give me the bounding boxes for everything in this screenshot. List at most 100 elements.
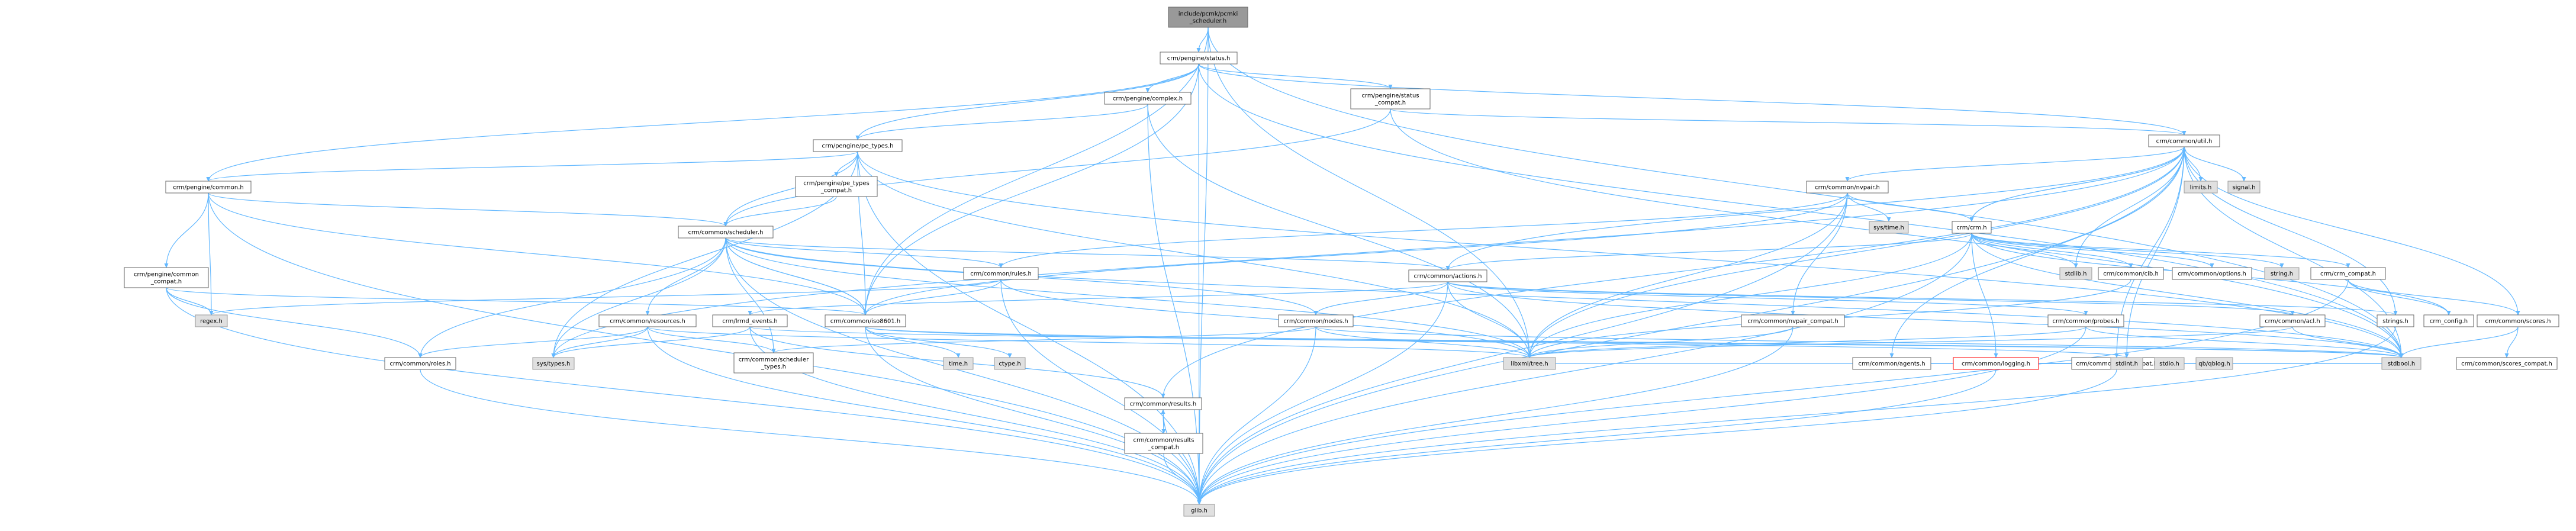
node-strings-h[interactable]: strings.h: [2377, 314, 2414, 327]
node-common-cib[interactable]: crm/common/cib.h: [2098, 267, 2164, 280]
node-common-actions[interactable]: crm/common/actions.h: [1408, 269, 1487, 282]
node-pengine-pe-types[interactable]: crm/pengine/pe_types.h: [813, 139, 903, 152]
node-label: regex.h: [200, 318, 223, 325]
edge-pengine_common_compat-to-common_iso8601: [166, 287, 868, 316]
node-box: [532, 357, 575, 370]
node-stdio: stdio.h: [2154, 357, 2185, 370]
edge-common_iso8601-to-glib: [865, 326, 1202, 505]
edge-common_actions-to-libxml: [1447, 281, 1532, 358]
node-pengine-common[interactable]: crm/pengine/common.h: [165, 181, 252, 194]
edge-pengine_status-to-pengine_common: [206, 63, 1199, 182]
edge-common_nvpair-to-common_rules: [999, 192, 1848, 268]
edge-common_util-to-signal: [2184, 146, 2246, 182]
node-common-rules[interactable]: crm/common/rules.h: [963, 267, 1039, 280]
node-box: [1953, 357, 2039, 370]
node-common-nodes[interactable]: crm/common/nodes.h: [1278, 314, 1354, 327]
node-pengine-common-compat[interactable]: crm/pengine/common_compat.h: [124, 267, 209, 288]
node-common-acl[interactable]: crm/common/acl.h: [2259, 314, 2326, 327]
edge-common_rules-to-libxml: [1000, 279, 1532, 358]
node-box: [384, 357, 456, 370]
edge-common_logging-to-glib: [1197, 369, 1997, 505]
node-box: [2059, 267, 2092, 280]
edge-common_rules-to-regex: [209, 279, 1002, 316]
edge-common_resources-to-sys_types: [551, 326, 648, 358]
node-label: crm/common/nodes.h: [1283, 318, 1348, 325]
node-box: [963, 267, 1039, 280]
node-label: crm/common/rules.h: [970, 271, 1032, 278]
edge-common_probes-to-stdbool: [2085, 326, 2404, 358]
node-common-nvpair[interactable]: crm/common/nvpair.h: [1806, 181, 1889, 194]
edge-common_scheduler-to-stdbool: [725, 237, 2404, 358]
node-crm-config[interactable]: crm_config.h: [2423, 314, 2474, 327]
node-common-roles[interactable]: crm/common/roles.h: [384, 357, 456, 370]
edge-common_rules-to-common_iso8601: [863, 279, 1002, 316]
node-label: crm/pengine/status: [1361, 93, 1419, 99]
node-scheduler-types[interactable]: crm/common/scheduler_types.h: [733, 352, 814, 374]
node-box: [2184, 181, 2218, 194]
node-common-util[interactable]: crm/common/util.h: [2148, 134, 2220, 147]
node-box: [2259, 314, 2326, 327]
edge-common_scheduler-to-sys_types: [551, 237, 726, 358]
node-box: [1741, 314, 1845, 327]
node-pe-types-compat[interactable]: crm/pengine/pe_types_compat.h: [795, 176, 878, 197]
node-box: [1124, 433, 1203, 454]
node-box: [2381, 357, 2422, 370]
node-crm-compat[interactable]: crm/crm_compat.h: [2310, 267, 2386, 280]
edge-common_actions-to-strings_h: [1447, 281, 2398, 316]
node-label: limits.h: [2190, 185, 2212, 191]
edge-common_resources-to-glib: [647, 326, 1202, 505]
edge-crm_h-to-string_h: [1971, 233, 2284, 268]
node-label: crm/pengine/complex.h: [1113, 96, 1183, 102]
node-pengine-status[interactable]: crm/pengine/status.h: [1160, 52, 1238, 65]
edge-pengine_common-to-regex: [208, 192, 214, 316]
node-results-compat[interactable]: crm/common/results_compat.h: [1124, 433, 1203, 454]
node-label: sys/types.h: [537, 361, 571, 368]
node-label: crm/common/scores_compat.h: [2461, 361, 2552, 368]
node-nvpair-compat[interactable]: crm/common/nvpair_compat.h: [1741, 314, 1845, 327]
node-crm-h[interactable]: crm/crm.h: [1952, 221, 1992, 234]
node-label: crm/common/actions.h: [1414, 273, 1482, 280]
node-label: string.h: [2271, 271, 2293, 278]
node-label: stdlib.h: [2065, 271, 2087, 278]
edge-common_probes-to-libxml: [1527, 326, 2086, 358]
node-time-h: time.h: [943, 357, 974, 370]
node-label: crm/common/logging.h: [1962, 361, 2030, 368]
node-common-scores[interactable]: crm/common/scores.h: [2477, 314, 2559, 327]
node-sys-time: sys/time.h: [1869, 221, 1909, 234]
edge-nvpair_compat-to-glib: [1197, 326, 1793, 505]
node-box: [2423, 314, 2474, 327]
node-label: libxml/tree.h: [1511, 361, 1548, 368]
node-pengine-status-compat[interactable]: crm/pengine/status_compat.h: [1350, 88, 1431, 110]
node-common-results[interactable]: crm/common/results.h: [1124, 397, 1202, 410]
node-common-scheduler[interactable]: crm/common/scheduler.h: [678, 226, 774, 239]
node-label: crm/common/nvpair_compat.h: [1747, 318, 1838, 325]
node-scores-compat[interactable]: crm/common/scores_compat.h: [2456, 357, 2558, 370]
node-box: [943, 357, 974, 370]
node-lrmd-events[interactable]: crm/lrmd_events.h: [712, 314, 788, 327]
edge-common_iso8601-to-ctype: [865, 326, 1012, 358]
node-label: crm/common/roles.h: [389, 361, 450, 368]
node-qb-log: qb/qblog.h: [2195, 357, 2233, 370]
edge-common_util-to-strings_h: [2184, 146, 2398, 316]
edge-common_actions-to-glib: [1197, 281, 1448, 505]
edge-common_util-to-common_nvpair: [1845, 146, 2185, 182]
edge-common_actions-to-common_acl: [1447, 281, 2295, 316]
node-label: crm/common/options.h: [2178, 271, 2246, 278]
node-common-resources[interactable]: crm/common/resources.h: [598, 314, 697, 327]
node-common-logging[interactable]: crm/common/logging.h: [1953, 357, 2039, 370]
node-common-iso8601[interactable]: crm/common/iso8601.h: [825, 314, 906, 327]
node-common-agents[interactable]: crm/common/agents.h: [1852, 357, 1931, 370]
header-nodes: include/pcmk/pcmki_scheduler.hcrm/pengin…: [124, 7, 2559, 517]
node-common-options[interactable]: crm/common/options.h: [2172, 267, 2252, 280]
node-label: qb/qblog.h: [2198, 361, 2230, 368]
edge-lrmd_events-to-stdbool: [749, 326, 2403, 358]
edge-common_nvpair-to-sys_time: [1847, 192, 1891, 222]
edge-pengine_status-to-stdbool: [1198, 63, 2404, 358]
edge-common_nvpair-to-nvpair_compat: [1791, 192, 1848, 316]
node-common-probes[interactable]: crm/common/probes.h: [2047, 314, 2124, 327]
edge-pengine_complex-to-glib: [1147, 104, 1202, 505]
node-pengine-complex[interactable]: crm/pengine/complex.h: [1104, 92, 1192, 105]
node-box: [1806, 181, 1889, 194]
edge-crm_compat-to-common_scores: [2348, 279, 2520, 316]
node-box: [2456, 357, 2558, 370]
